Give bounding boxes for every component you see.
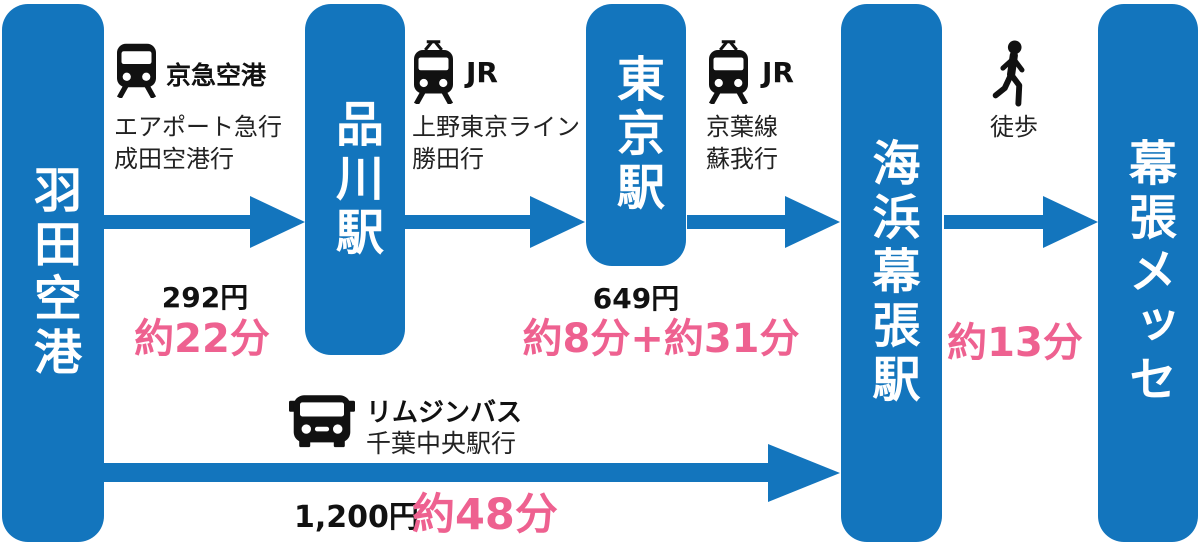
train-icon — [706, 38, 751, 104]
train-icon — [114, 42, 159, 98]
operator-label: JR — [762, 56, 794, 89]
fare-label: 649円 — [592, 282, 680, 315]
time-label: 約48分 — [412, 490, 558, 540]
time-label: 約13分 — [947, 320, 1083, 366]
station-name: 幕張メッセ — [1120, 138, 1176, 408]
walk-icon — [992, 40, 1032, 109]
time-label: 約8分+約31分 — [522, 316, 800, 362]
station-name: 東京駅 — [608, 54, 664, 216]
bus-destination: 千葉中央駅行 — [366, 429, 517, 458]
bus-icon — [289, 394, 355, 450]
line-detail: エアポート急行 成田空港行 — [114, 112, 282, 176]
arrow-bus-haneda-to-kaihimmakuhari — [103, 463, 768, 482]
line-name: 京葉線 — [706, 113, 778, 141]
line-destination: 勝田行 — [412, 144, 484, 173]
station-name: 海浜幕張駅 — [863, 138, 920, 408]
arrow-haneda-to-shinagawa — [103, 215, 250, 229]
train-icon — [411, 38, 456, 104]
station-pillar-makuharimesse: 幕張メッセ — [1098, 4, 1198, 542]
station-pillar-haneda: 羽田空港 — [2, 4, 104, 542]
line-name: エアポート急行 — [114, 113, 282, 141]
time-label: 約22分 — [134, 316, 270, 362]
walk-label: 徒歩 — [990, 113, 1038, 141]
arrow-kaihimmakuhari-to-makuharimesse — [944, 215, 1043, 229]
fare-label: 1,200円 — [294, 500, 419, 535]
line-name: 上野東京ライン — [412, 113, 580, 141]
fare-label: 292円 — [161, 281, 249, 314]
station-pillar-tokyo: 東京駅 — [586, 4, 686, 266]
line-detail: 上野東京ライン 勝田行 — [412, 112, 580, 176]
arrow-shinagawa-to-tokyo — [405, 215, 530, 229]
operator-label: リムジンバス — [366, 398, 523, 428]
operator-label: 京急空港 — [166, 61, 267, 90]
operator-label: JR — [466, 56, 498, 89]
station-pillar-kaihimmakuhari: 海浜幕張駅 — [841, 4, 942, 542]
station-name: 品川駅 — [327, 98, 383, 261]
line-detail: 京葉線 蘇我行 — [706, 112, 778, 176]
line-destination: 成田空港行 — [114, 144, 234, 173]
station-pillar-shinagawa: 品川駅 — [305, 4, 405, 355]
arrow-tokyo-to-kaihimmakuhari — [687, 215, 785, 229]
line-destination: 蘇我行 — [706, 144, 778, 173]
station-name: 羽田空港 — [25, 165, 81, 381]
